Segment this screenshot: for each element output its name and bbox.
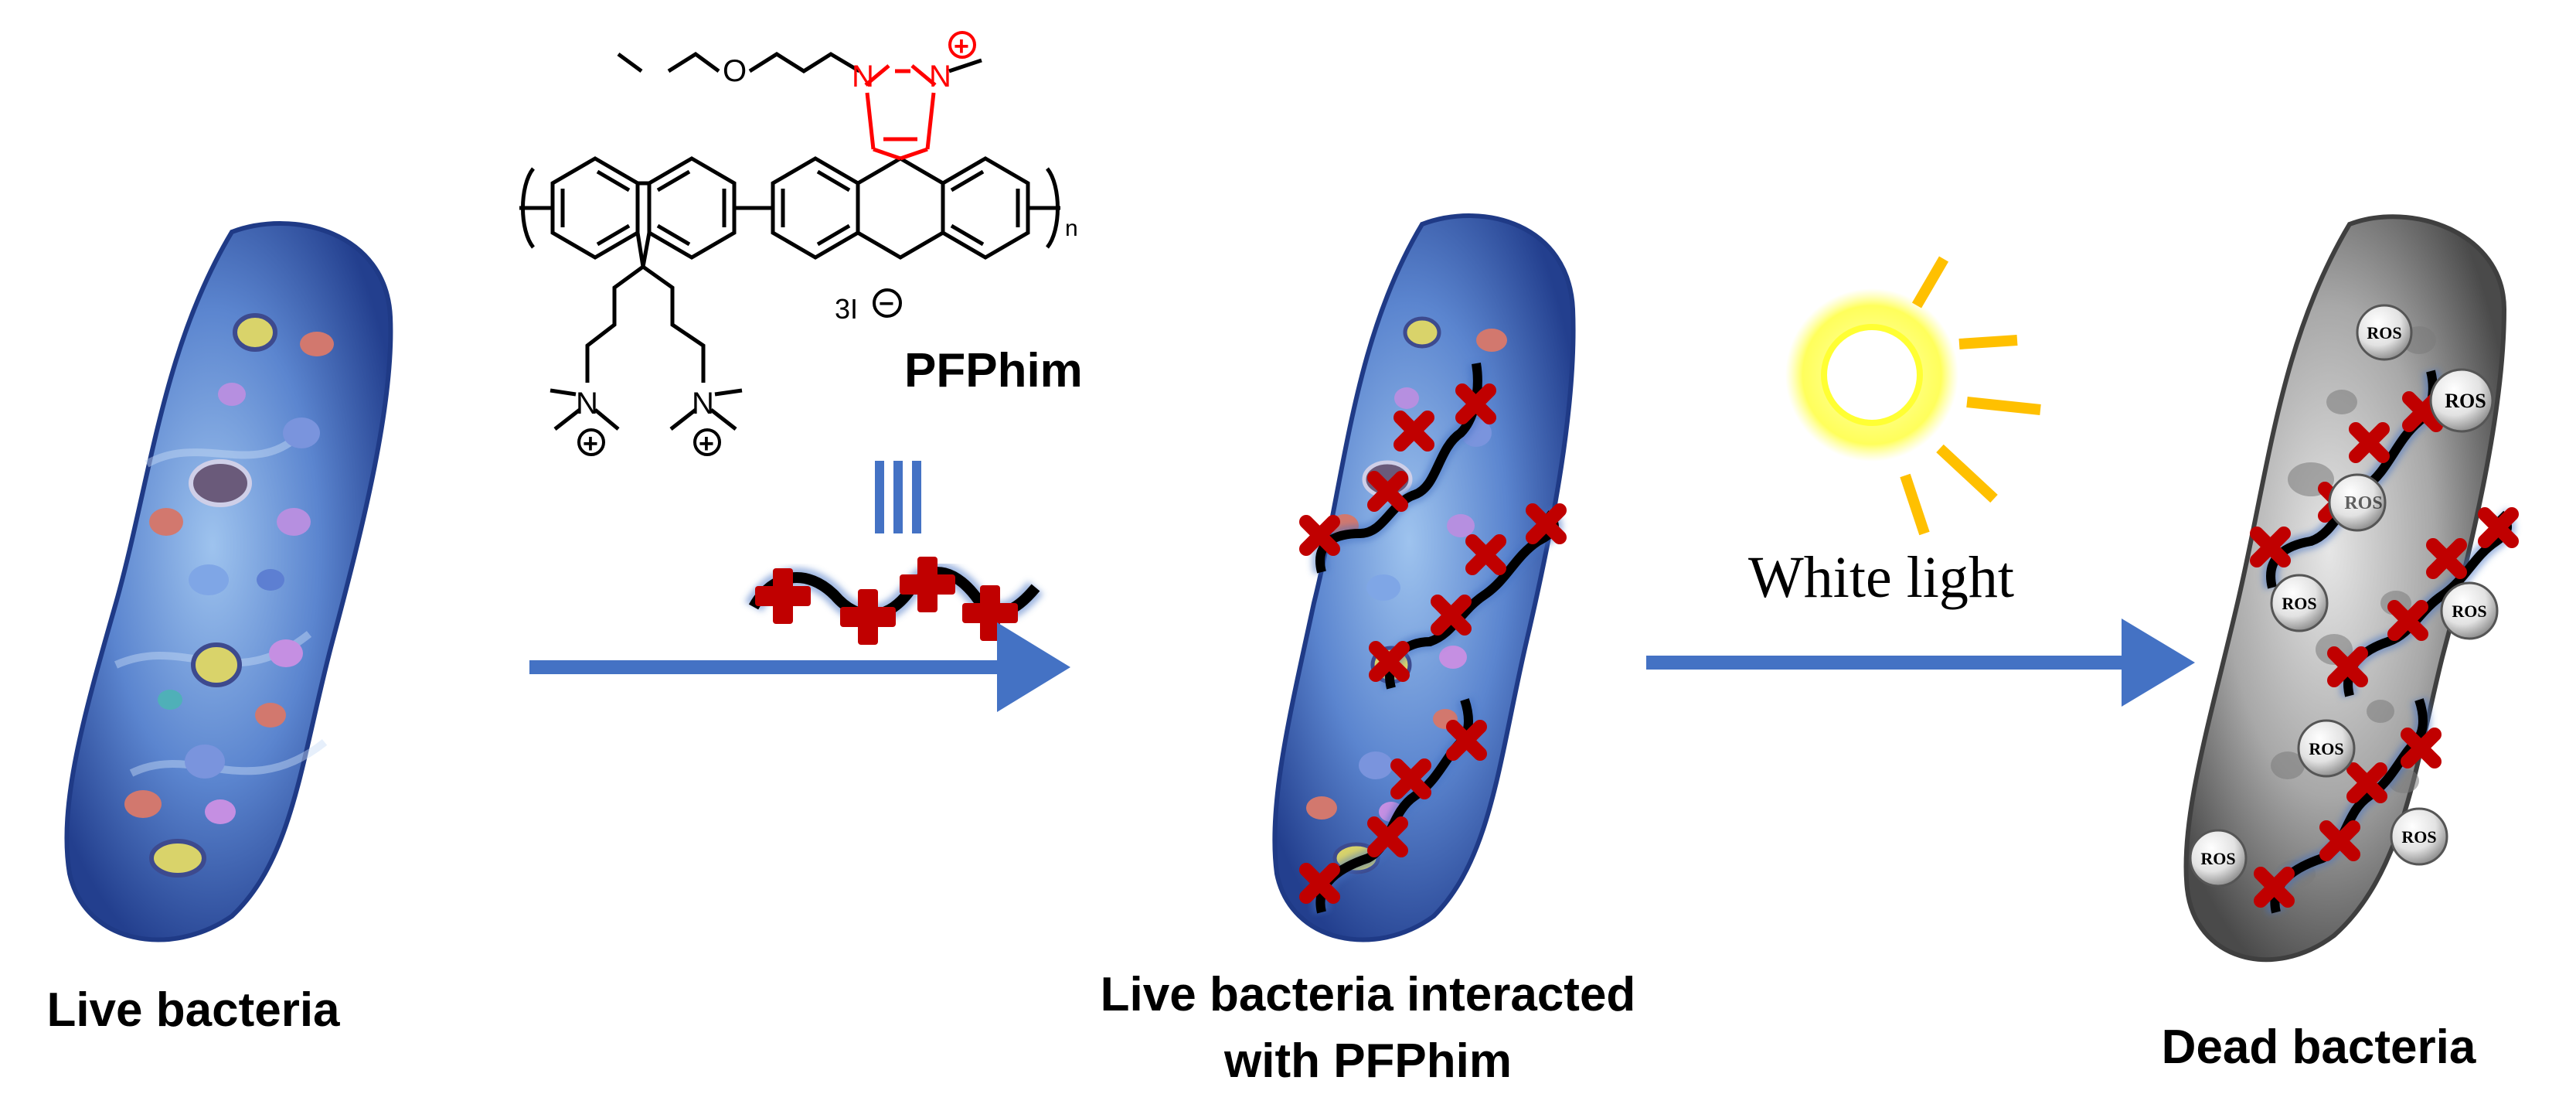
caption-interacted-line2: with PFPhim [1224,1034,1512,1088]
imidazolium-n1-label: N [852,60,874,94]
ros-label: ROS [2344,493,2382,513]
ros-sphere-icon: ROS [2328,473,2387,532]
ros-label: ROS [2367,323,2401,343]
polymer-name-label: PFPhim [904,344,1083,397]
sun-icon [1785,256,2041,536]
caption-interacted-line1: Live bacteria interacted [1100,968,1636,1021]
counterion-label: 3I [835,293,858,325]
dead-bacterium: ROS ROS ROS ROS ROS ROS ROS ROS [2183,214,2519,963]
equivalence-symbol [875,461,921,533]
ammonium-charge-2: + [699,429,714,458]
repeat-index: n [1065,216,1078,241]
counterion-charge: − [879,289,894,319]
ammonium-charge-1: + [583,429,598,458]
organelles [124,313,334,878]
ros-label: ROS [2282,594,2316,613]
ros-sphere-icon: ROS [2440,581,2499,640]
cross-markers [2250,391,2519,908]
light-label: White light [1748,545,2014,610]
imidazolium-charge: + [954,32,969,61]
ros-label: ROS [2200,849,2235,868]
ros-sphere-icon: ROS [2429,368,2494,433]
ammonium-n1-label: N [576,387,598,421]
interacted-bacterium [1272,213,1576,942]
imidazolium-n2-label: N [929,60,951,94]
ros-label: ROS [2445,390,2486,412]
ros-sphere-icon: ROS [2356,304,2413,361]
structure-labels: O O O N N + n 3I − N + N + [576,31,1078,458]
ros-label: ROS [2452,602,2486,621]
polymer-chain-icon [744,557,1043,645]
pfphim-structure [519,51,1060,431]
live-bacterium [64,221,393,942]
cross-markers [1299,383,1567,904]
ros-sphere-icon: ROS [2189,829,2248,888]
oxygen-label-1: O [723,54,747,88]
arrow-icon [529,622,1070,712]
ros-sphere-icon: ROS [2270,574,2329,632]
ros-label: ROS [2401,827,2436,847]
arrow-icon [1646,619,2195,707]
ros-spheres: ROS ROS ROS ROS ROS ROS ROS ROS [2189,304,2499,888]
ros-sphere-icon: ROS [2297,719,2356,778]
ammonium-n2-label: N [692,387,714,421]
ros-sphere-icon: ROS [2390,807,2448,866]
ros-label: ROS [2309,739,2343,758]
caption-live-bacteria: Live bacteria [46,983,340,1037]
caption-dead-bacteria: Dead bacteria [2161,1021,2476,1074]
